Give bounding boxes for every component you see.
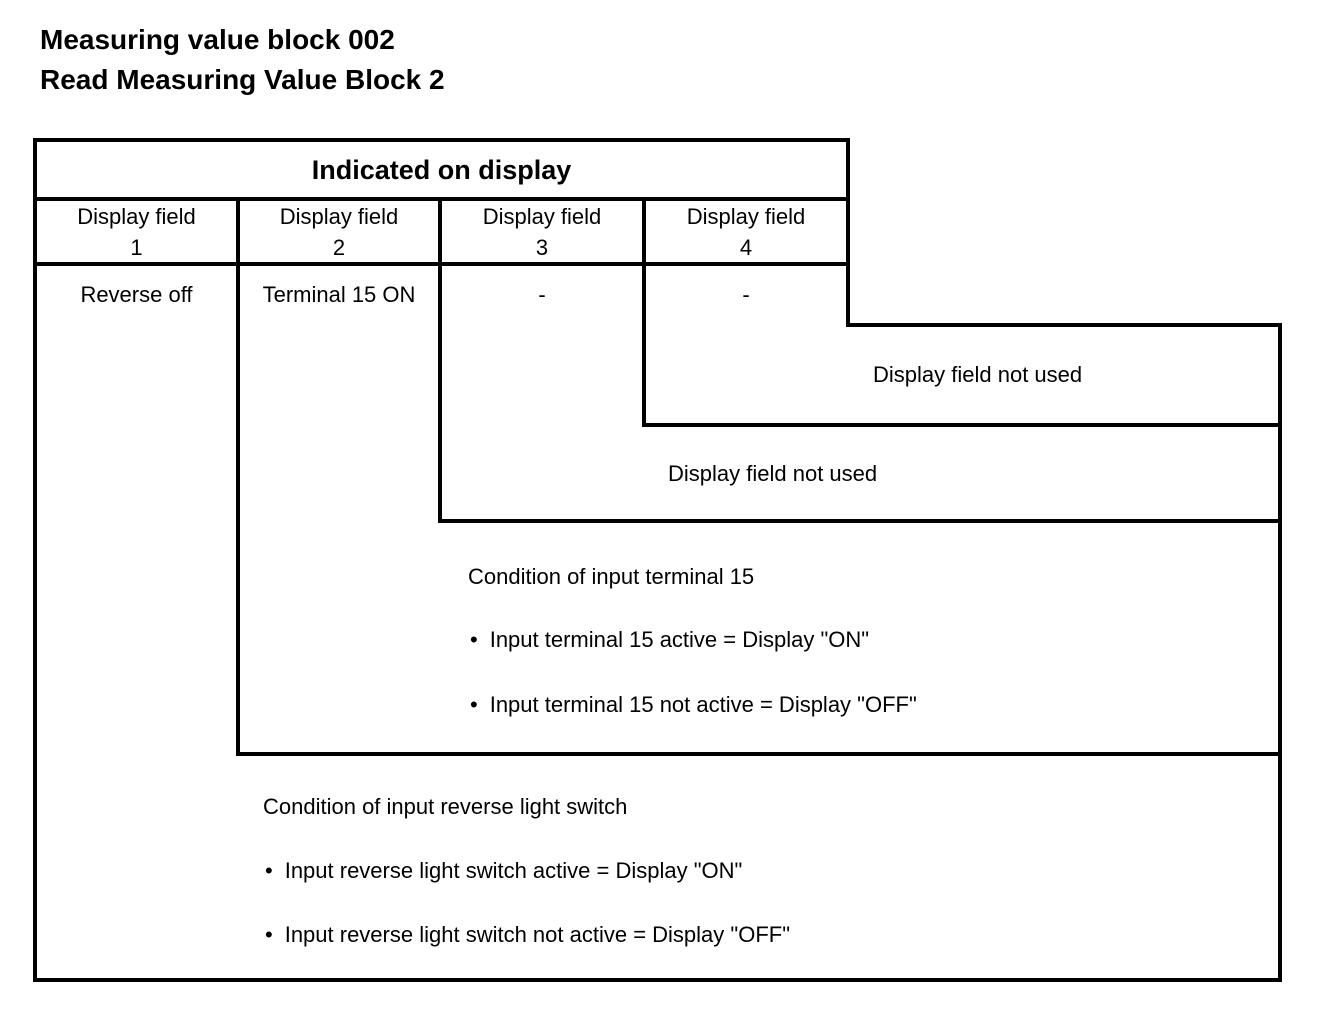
field3-box-bottom-border	[438, 519, 1282, 523]
field1-heading: Condition of input reverse light switch	[263, 794, 628, 819]
col1-col2-divider	[236, 199, 240, 756]
field1-bullet-2-text: Input reverse light switch not active = …	[284, 922, 791, 947]
page-title-line-2: Read Measuring Value Block 2	[40, 64, 445, 95]
column-header-4: Display field 4	[644, 201, 848, 262]
outer-right-border	[1278, 323, 1282, 982]
header-bottom-border	[33, 197, 850, 201]
column-header-2: Display field 2	[238, 201, 440, 262]
value-display-field-2: Terminal 15 ON	[262, 282, 416, 307]
col3-col4-divider	[642, 199, 646, 427]
field4-box-bottom-border	[642, 423, 1282, 427]
page-title: Measuring value block 002 Read Measuring…	[40, 20, 445, 100]
field1-bullet-item-2: • Input reverse light switch not active …	[265, 920, 790, 950]
field1-bullet-item-1: • Input reverse light switch active = Di…	[265, 856, 742, 886]
field1-bullet-1-text: Input reverse light switch active = Disp…	[284, 858, 743, 883]
field2-bullet-2-text: Input terminal 15 not active = Display "…	[489, 692, 917, 717]
field2-bullet-item-1: • Input terminal 15 active = Display "ON…	[470, 625, 869, 655]
outer-left-border	[33, 138, 37, 982]
column-header-2-number: 2	[332, 234, 346, 260]
value-display-field-4: -	[742, 282, 750, 307]
value-display-field-3: -	[538, 282, 546, 307]
page-title-line-1: Measuring value block 002	[40, 24, 395, 55]
colheader-bottom-border	[33, 262, 850, 266]
table-right-border	[846, 138, 850, 327]
column-header-4-number: 4	[739, 234, 753, 260]
column-header-4-label: Display field	[686, 203, 806, 229]
column-header-1-number: 1	[130, 234, 143, 260]
column-header-1: Display field 1	[35, 201, 238, 262]
table-top-border	[33, 138, 850, 142]
field2-heading: Condition of input terminal 15	[468, 564, 755, 589]
outer-bottom-border	[33, 978, 1282, 982]
field4-note: Display field not used	[873, 362, 1083, 387]
table-header: Indicated on display	[311, 154, 572, 185]
bullet-icon: •	[470, 692, 478, 717]
column-header-1-label: Display field	[77, 203, 196, 229]
col2-col3-divider	[438, 199, 442, 523]
bullet-icon: •	[470, 627, 478, 652]
bullet-icon: •	[265, 858, 273, 883]
field2-bullet-item-2: • Input terminal 15 not active = Display…	[470, 690, 917, 720]
field4-box-top-border	[846, 323, 1282, 327]
column-header-3: Display field 3	[440, 201, 644, 262]
column-header-2-label: Display field	[279, 203, 399, 229]
field3-note: Display field not used	[668, 461, 878, 486]
bullet-icon: •	[265, 922, 273, 947]
value-display-field-1: Reverse off	[80, 282, 193, 307]
column-header-3-label: Display field	[482, 203, 602, 229]
column-header-3-number: 3	[535, 234, 549, 260]
field2-box-bottom-border	[236, 752, 1282, 756]
field2-bullet-1-text: Input terminal 15 active = Display "ON"	[489, 627, 870, 652]
